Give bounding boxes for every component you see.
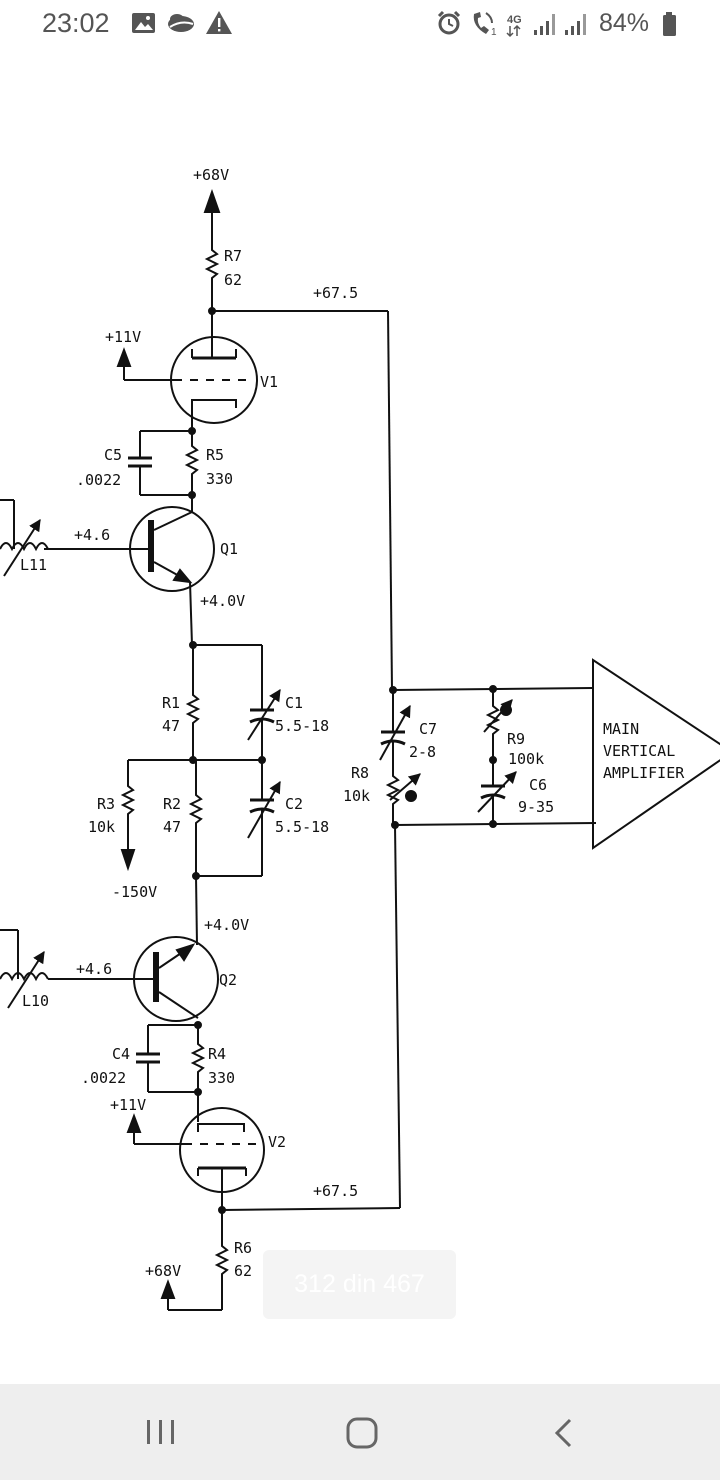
label-c5: C5	[104, 446, 122, 464]
label-c2-value: 5.5-18	[275, 818, 329, 836]
label-r3: R3	[97, 795, 115, 813]
network-4g-icon: 4G	[506, 14, 522, 38]
cloud-icon	[168, 14, 194, 32]
label-c1: C1	[285, 694, 303, 712]
label-r4-value: 330	[208, 1069, 235, 1087]
label-r5-value: 330	[206, 470, 233, 488]
page-counter: 312 din 467	[263, 1250, 456, 1319]
label-r7: R7	[224, 247, 242, 265]
label-minus150v: -150V	[112, 883, 157, 901]
battery-icon	[663, 12, 676, 36]
label-r9-value: 100k	[508, 750, 544, 768]
label-plus4-6-top: +4.6	[74, 526, 110, 544]
label-plus4-6-bottom: +4.6	[76, 960, 112, 978]
label-r2-value: 47	[163, 818, 181, 836]
label-amp-line1: MAIN	[603, 720, 639, 738]
label-plus67-5-top: +67.5	[313, 284, 358, 302]
label-c5-value: .0022	[76, 471, 121, 489]
status-icons: 1 4G	[132, 10, 676, 38]
warning-icon	[206, 11, 232, 34]
label-r8: R8	[351, 764, 369, 782]
label-q2: Q2	[219, 971, 237, 989]
label-amp-line3: AMPLIFIER	[603, 764, 685, 782]
label-c4-value: .0022	[81, 1069, 126, 1087]
wifi-call-icon: 1	[473, 12, 497, 38]
label-q1: Q1	[220, 540, 238, 558]
label-c2: C2	[285, 795, 303, 813]
battery-percent: 84%	[599, 9, 650, 37]
status-time: 23:02	[42, 8, 110, 38]
label-plus4-0v-bottom: +4.0V	[204, 916, 249, 934]
label-r3-value: 10k	[88, 818, 115, 836]
label-r5: R5	[206, 446, 224, 464]
label-r7-value: 62	[224, 271, 242, 289]
gallery-icon	[132, 13, 155, 33]
recent-apps-icon[interactable]	[120, 1404, 200, 1460]
label-v2: V2	[268, 1133, 286, 1151]
label-l11: L11	[20, 556, 47, 574]
label-c4: C4	[112, 1045, 130, 1063]
label-plus11v-top: +11V	[105, 328, 141, 346]
label-c7-value: 2-8	[409, 743, 436, 761]
label-r9: R9	[507, 730, 525, 748]
home-icon[interactable]	[320, 1404, 404, 1460]
label-v1: V1	[260, 373, 278, 391]
network-label: 4G	[507, 14, 522, 26]
label-r1-value: 47	[162, 717, 180, 735]
back-icon[interactable]	[530, 1404, 600, 1460]
label-plus11v-bottom: +11V	[110, 1096, 146, 1114]
label-r2: R2	[163, 795, 181, 813]
label-r4: R4	[208, 1045, 226, 1063]
label-amp-line2: VERTICAL	[603, 742, 675, 760]
status-bar: 23:02 1	[0, 0, 720, 48]
label-c6: C6	[529, 776, 547, 794]
circuit-schematic-image[interactable]: +68V R7 62 +67.5 +11V V1 C5 .0022 R5 330…	[0, 48, 720, 1384]
label-plus68v-top: +68V	[193, 166, 229, 184]
svg-text:1: 1	[491, 27, 497, 38]
signal-icon	[565, 14, 586, 35]
signal-icon	[534, 14, 555, 35]
label-l10: L10	[22, 992, 49, 1010]
label-c7: C7	[419, 720, 437, 738]
label-c6-value: 9-35	[518, 798, 554, 816]
label-r6-value: 62	[234, 1262, 252, 1280]
label-c1-value: 5.5-18	[275, 717, 329, 735]
label-r6: R6	[234, 1239, 252, 1257]
label-plus67-5-bottom: +67.5	[313, 1182, 358, 1200]
navigation-bar	[0, 1384, 720, 1480]
label-r8-value: 10k	[343, 787, 370, 805]
label-r1: R1	[162, 694, 180, 712]
label-plus68v-bottom: +68V	[145, 1262, 181, 1280]
alarm-icon	[437, 10, 461, 35]
label-plus4-0v-top: +4.0V	[200, 592, 245, 610]
